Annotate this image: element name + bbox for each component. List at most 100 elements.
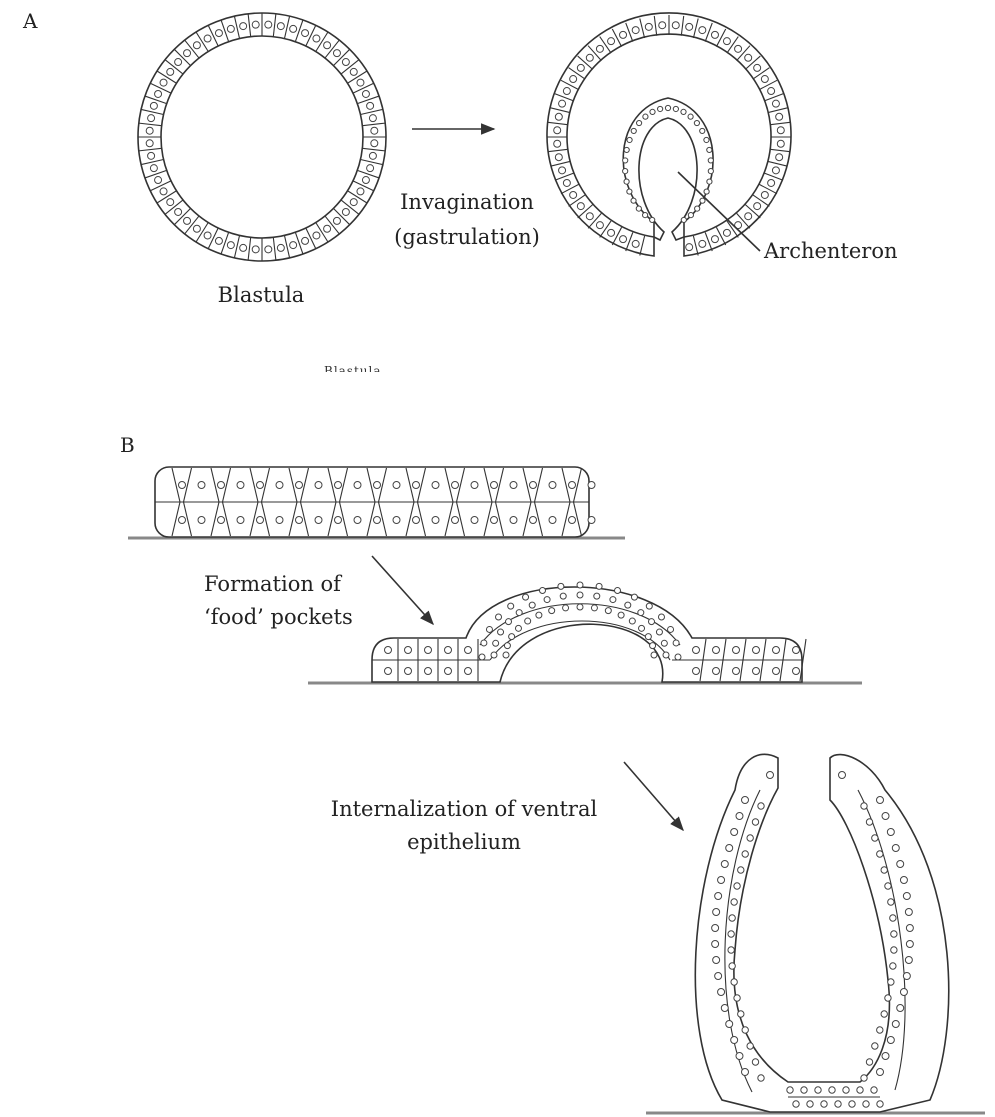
cell-nucleus — [536, 612, 542, 618]
cell-nucleus — [425, 668, 432, 675]
cell-nucleus — [296, 482, 303, 489]
cell-nucleus — [374, 482, 381, 489]
cell-nucleus — [227, 242, 234, 249]
cell-nucleus — [175, 208, 182, 215]
cell-nucleus — [577, 582, 583, 588]
cell-nucleus — [594, 593, 600, 599]
cell-nucleus — [350, 199, 357, 206]
cell-nucleus — [686, 23, 693, 30]
cell-nucleus — [801, 1087, 807, 1093]
cell-nucleus — [486, 626, 492, 632]
cell-nucleus — [148, 152, 155, 159]
cell-nucleus — [639, 625, 645, 631]
cell-nucleus — [729, 963, 735, 969]
cell-nucleus — [675, 654, 681, 660]
cell-nucleus — [713, 668, 720, 675]
cell-nucleus — [731, 979, 737, 985]
cell-nucleus — [252, 246, 259, 253]
cell-nucleus — [549, 517, 556, 524]
cell-nucleus — [636, 206, 641, 211]
invagination-label: Invagination — [382, 188, 552, 216]
cell-nucleus — [350, 68, 357, 75]
cell-nucleus — [708, 168, 713, 173]
cell-nucleus — [559, 100, 566, 107]
cell-nucleus — [891, 947, 897, 953]
cell-nucleus — [905, 957, 912, 964]
cell-nucleus — [650, 217, 655, 222]
cell-nucleus — [586, 54, 593, 61]
cell-nucleus — [877, 1027, 883, 1033]
cell-nucleus — [369, 152, 376, 159]
cell-nucleus — [563, 88, 570, 95]
cell-nucleus — [885, 883, 891, 889]
cell-nucleus — [777, 140, 784, 147]
cell-nucleus — [742, 1027, 748, 1033]
cell-nucleus — [877, 851, 883, 857]
cell-nucleus — [897, 861, 904, 868]
cell-nucleus — [890, 963, 896, 969]
cell-nucleus — [857, 1087, 863, 1093]
cell-nucleus — [623, 168, 628, 173]
cell-nucleus — [471, 517, 478, 524]
cell-nucleus — [555, 154, 562, 161]
cell-nucleus — [736, 813, 743, 820]
cell-nucleus — [688, 114, 693, 119]
cell-nucleus — [596, 583, 602, 589]
cell-nucleus — [570, 191, 577, 198]
cell-nucleus — [704, 189, 709, 194]
cell-nucleus — [374, 517, 381, 524]
cell-nucleus — [498, 629, 504, 635]
cell-nucleus — [753, 668, 760, 675]
blastula-label: Blastula — [206, 281, 316, 309]
cell-nucleus — [906, 925, 913, 932]
internalization-label-line2: epithelium — [304, 828, 624, 856]
cell-nucleus — [596, 222, 603, 229]
cell-nucleus — [903, 973, 910, 980]
cell-nucleus — [265, 21, 272, 28]
cell-nucleus — [636, 120, 641, 125]
cell-nucleus — [866, 819, 872, 825]
food-pocket-arrow — [372, 556, 433, 624]
cell-nucleus — [807, 1101, 813, 1107]
cell-nucleus — [465, 647, 472, 654]
cell-nucleus — [544, 597, 550, 603]
cell-nucleus — [887, 829, 894, 836]
cell-nucleus — [686, 244, 693, 251]
cell-nucleus — [761, 191, 768, 198]
cell-nucleus — [656, 629, 662, 635]
cell-nucleus — [777, 127, 784, 134]
cell-nucleus — [333, 50, 340, 57]
cell-nucleus — [413, 517, 420, 524]
cell-nucleus — [881, 867, 887, 873]
cell-nucleus — [733, 668, 740, 675]
cell-nucleus — [723, 38, 730, 45]
cell-nucleus — [425, 647, 432, 654]
cell-nucleus — [742, 1069, 749, 1076]
cell-nucleus — [569, 517, 576, 524]
cell-nucleus — [906, 941, 913, 948]
cell-nucleus — [815, 1087, 821, 1093]
cell-nucleus — [742, 851, 748, 857]
cell-nucleus — [523, 594, 529, 600]
cell-nucleus — [694, 120, 699, 125]
cell-nucleus — [753, 647, 760, 654]
cell-nucleus — [588, 517, 595, 524]
cell-nucleus — [160, 79, 167, 86]
cell-nucleus — [821, 1101, 827, 1107]
cell-nucleus — [645, 23, 652, 30]
cell-nucleus — [631, 594, 637, 600]
cell-nucleus — [747, 1043, 753, 1049]
cell-nucleus — [313, 232, 320, 239]
cell-nucleus — [890, 915, 896, 921]
cell-nucleus — [735, 45, 742, 52]
cell-nucleus — [315, 482, 322, 489]
cell-nucleus — [625, 602, 631, 608]
cell-nucleus — [773, 647, 780, 654]
cell-nucleus — [752, 1059, 758, 1065]
cell-nucleus — [659, 22, 666, 29]
panel-b-letter: B — [120, 431, 135, 459]
cell-nucleus — [728, 931, 734, 937]
cell-nucleus — [877, 1069, 884, 1076]
cell-nucleus — [218, 517, 225, 524]
cell-nucleus — [530, 482, 537, 489]
